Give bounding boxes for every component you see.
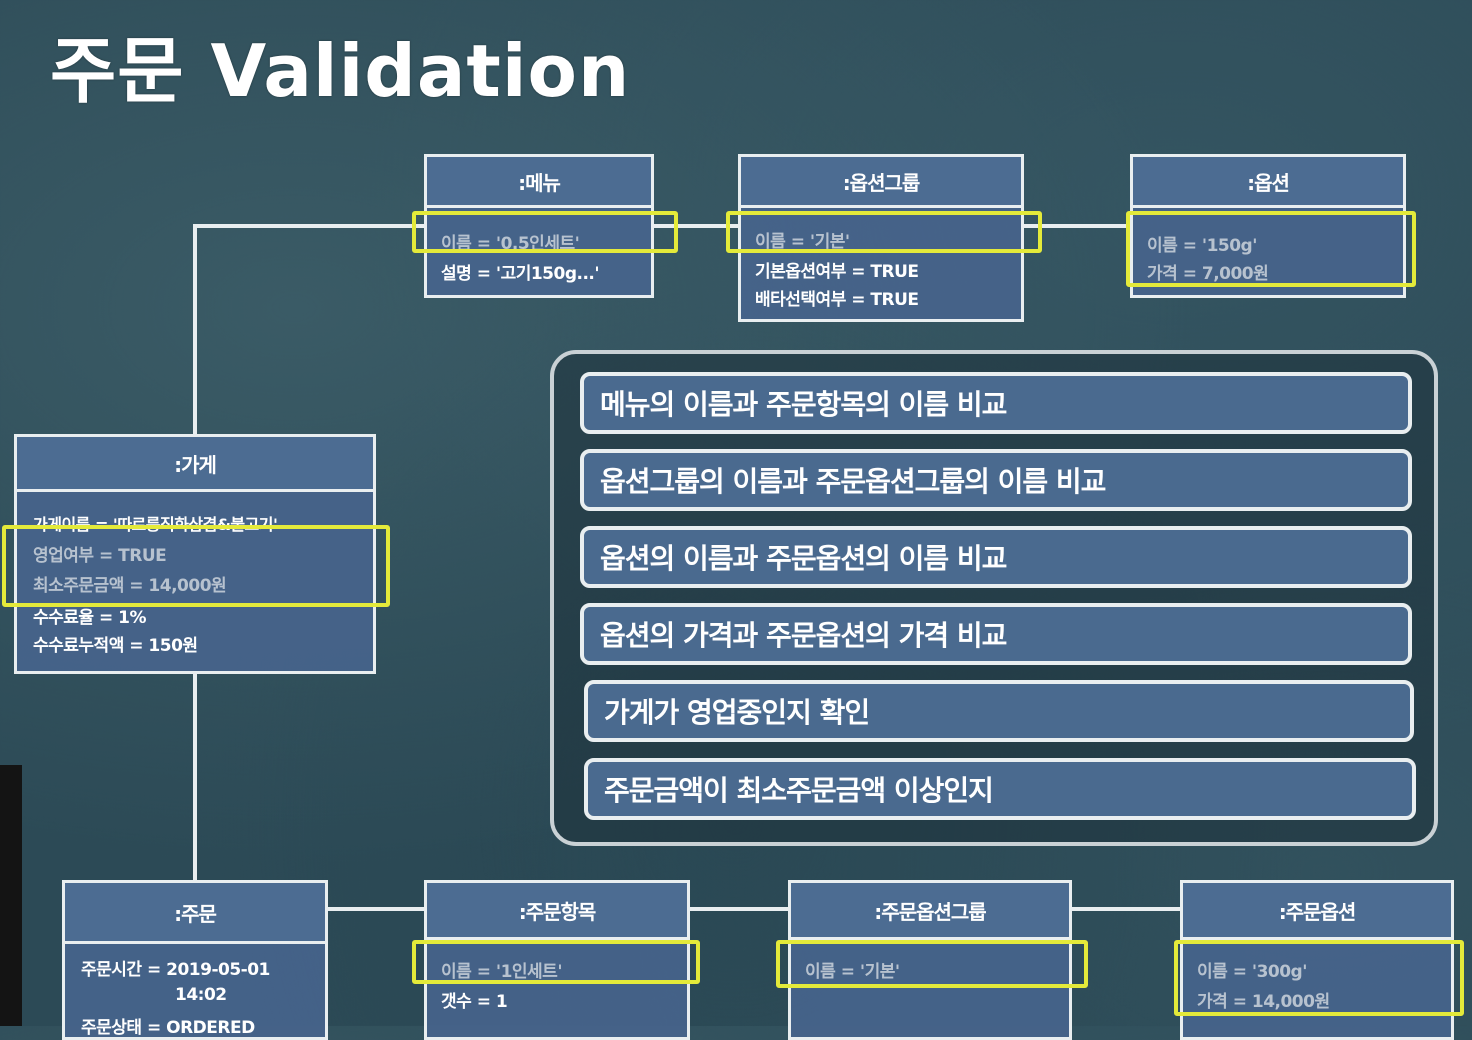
left-edge-strip <box>0 765 22 1026</box>
order-time-row-2: 14:02 <box>175 985 227 1005</box>
option-group-name-row: 이름 = '기본' <box>755 232 850 252</box>
rule-option-name: 옵션의 이름과 주문옵션의 이름 비교 <box>580 526 1412 588</box>
rule-option-group-name: 옵션그룹의 이름과 주문옵션그룹의 이름 비교 <box>580 449 1412 511</box>
menu-header: :메뉴 <box>427 157 651 208</box>
store-fee-rate-row: 수수료율 = 1% <box>33 608 147 628</box>
order-option-group-name-row: 이름 = '기본' <box>805 962 900 982</box>
order-item-count-row: 갯수 = 1 <box>441 992 508 1012</box>
highlight-option-name-price <box>1126 211 1416 287</box>
store-fee-total-row: 수수료누적액 = 150원 <box>33 636 198 656</box>
highlight-option-group-name <box>726 211 1042 253</box>
highlight-order-item-name <box>412 940 700 984</box>
connector-ordergroup-orderoption <box>1070 907 1182 911</box>
option-group-object: :옵션그룹 이름 = '기본' 기본옵션여부 = TRUE 배타선택여부 = T… <box>738 154 1024 322</box>
highlight-store-open-min <box>2 525 390 607</box>
connector-order-orderitem <box>326 907 426 911</box>
rule-min-order-amount: 주문금액이 최소주문금액 이상인지 <box>584 758 1416 820</box>
option-price-row: 가격 = 7,000원 <box>1147 264 1269 284</box>
connector-store-menu-h <box>193 224 426 228</box>
highlight-menu-name <box>412 211 678 253</box>
highlight-order-option-group-name <box>776 940 1088 988</box>
connector-menu-optiongroup <box>652 224 740 228</box>
connector-store-menu-v <box>193 224 197 436</box>
store-open-row: 영업여부 = TRUE <box>33 546 167 566</box>
order-header: :주문 <box>65 883 325 944</box>
order-option-group-object: :주문옵션그룹 이름 = '기본' <box>788 880 1072 1040</box>
option-group-default-row: 기본옵션여부 = TRUE <box>755 262 919 282</box>
order-item-name-row: 이름 = '1인세트' <box>441 962 563 982</box>
connector-optiongroup-option <box>1022 224 1132 228</box>
rule-option-price: 옵션의 가격과 주문옵션의 가격 비교 <box>580 603 1412 665</box>
option-group-header: :옵션그룹 <box>741 157 1021 208</box>
connector-orderitem-ordergroup <box>688 907 790 911</box>
order-option-header: :주문옵션 <box>1183 883 1451 940</box>
option-group-exclusive-row: 배타선택여부 = TRUE <box>755 290 919 310</box>
menu-desc-row: 설명 = '고기150g...' <box>441 264 600 284</box>
order-object: :주문 주문시간 = 2019-05-01 14:02 주문상태 = ORDER… <box>62 880 328 1040</box>
order-time-row: 주문시간 = 2019-05-01 <box>81 960 270 980</box>
order-option-name-row: 이름 = '300g' <box>1197 962 1307 982</box>
store-object: :가게 가게이름 = '따르릉직화삼겹&불고기' 영업여부 = TRUE 최소주… <box>14 434 376 674</box>
option-object: :옵션 이름 = '150g' 가격 = 7,000원 <box>1130 154 1406 298</box>
order-item-object: :주문항목 이름 = '1인세트' 갯수 = 1 <box>424 880 690 1040</box>
page-title: 주문 Validation <box>50 29 631 113</box>
option-header: :옵션 <box>1133 157 1403 208</box>
option-name-row: 이름 = '150g' <box>1147 236 1257 256</box>
rule-store-open: 가게가 영업중인지 확인 <box>584 680 1414 742</box>
rule-menu-name: 메뉴의 이름과 주문항목의 이름 비교 <box>580 372 1412 434</box>
order-item-header: :주문항목 <box>427 883 687 940</box>
store-min-order-row: 최소주문금액 = 14,000원 <box>33 576 227 596</box>
order-option-group-header: :주문옵션그룹 <box>791 883 1069 940</box>
order-option-price-row: 가격 = 14,000원 <box>1197 992 1330 1012</box>
store-header: :가게 <box>17 437 373 492</box>
highlight-order-option-name-price <box>1174 940 1464 1016</box>
connector-store-order <box>193 672 197 882</box>
store-name-row: 가게이름 = '따르릉직화삼겹&불고기' <box>33 515 278 534</box>
